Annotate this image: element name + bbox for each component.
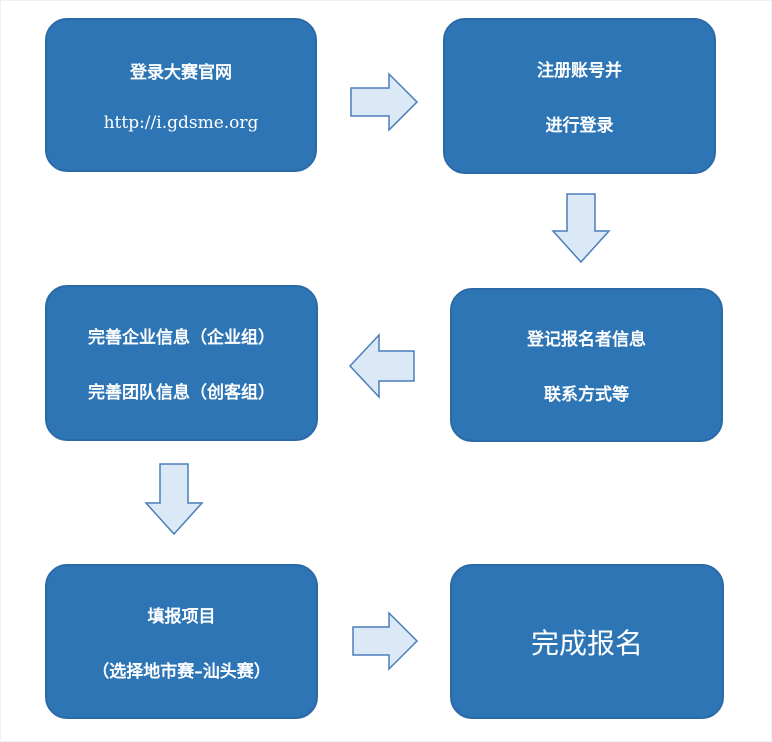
- arrow-right-icon: [352, 611, 419, 671]
- flow-step-register: 注册账号并 进行登录: [443, 18, 716, 174]
- step-label: 填报项目: [147, 606, 216, 627]
- step-label: 注册账号并: [537, 61, 622, 81]
- step-label: 登录大赛官网: [130, 62, 232, 83]
- step-label: 完善团队信息（创客组）: [88, 383, 275, 403]
- step-label: 完善企业信息（企业组）: [88, 328, 275, 348]
- arrow-down-icon: [144, 463, 204, 536]
- flow-step-complete-info: 完善企业信息（企业组） 完善团队信息（创客组）: [45, 285, 318, 441]
- flow-step-login-site: 登录大赛官网 http://i.gdsme.org: [45, 18, 317, 172]
- step-url: http://i.gdsme.org: [103, 112, 259, 133]
- arrow-right-icon: [350, 72, 419, 132]
- arrow-left-icon: [348, 333, 415, 399]
- step-label: 联系方式等: [544, 385, 629, 405]
- step-label: 登记报名者信息: [527, 330, 646, 350]
- flow-step-fill-project: 填报项目 （选择地市赛–汕头赛）: [45, 564, 318, 719]
- arrow-down-icon: [551, 193, 611, 264]
- step-label: 完成报名: [530, 626, 643, 660]
- flow-step-done: 完成报名: [450, 564, 724, 719]
- flow-step-fill-info: 登记报名者信息 联系方式等: [450, 288, 723, 442]
- step-label: 进行登录: [545, 116, 614, 136]
- step-label: （选择地市赛–汕头赛）: [92, 661, 271, 682]
